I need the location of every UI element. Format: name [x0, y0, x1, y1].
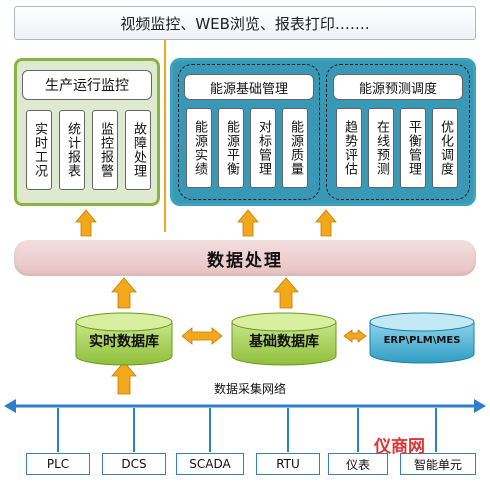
energy-base-title: 能源基础管理 [184, 74, 314, 100]
external-systems-label: ERP\PLM\MES [383, 334, 461, 346]
up-arrow-base-db [273, 277, 299, 309]
up-arrow-energy-forecast [315, 209, 337, 237]
data-collection-network-label: 数据采集网络 [213, 381, 286, 396]
up-arrow-energy-base [237, 209, 259, 237]
double-arrow-realtime-base [181, 327, 223, 345]
statistics-report-box: 统计报表 [59, 110, 85, 190]
app-banner: 视频监控、WEB浏览、报表打印……. [14, 6, 476, 40]
energy-forecast-group [326, 64, 470, 200]
external-systems-cylinder [369, 312, 475, 364]
up-arrow-network [111, 361, 137, 395]
source-smart-unit: 智能单元 [400, 453, 476, 475]
optimized-dispatch-box: 优化调度 [432, 108, 458, 188]
up-arrow-production [75, 209, 97, 237]
realtime-status-box: 实时工况 [26, 110, 52, 190]
energy-forecast-title: 能源预测调度 [333, 74, 463, 100]
network-drop-lines [57, 408, 437, 452]
double-arrow-base-external [343, 329, 367, 343]
benchmark-management-box: 对标管理 [250, 108, 276, 188]
realtime-database-cylinder [75, 312, 173, 366]
source-dcs: DCS [102, 453, 166, 475]
source-scada: SCADA [176, 453, 244, 475]
online-forecast-box: 在线预测 [368, 108, 394, 188]
balance-management-box: 平衡管理 [400, 108, 426, 188]
monitor-alarm-box: 监控报警 [92, 110, 118, 190]
base-database-cylinder [231, 312, 337, 366]
network-bus-arrow [4, 399, 486, 413]
base-database-label: 基础数据库 [249, 334, 319, 350]
source-rtu: RTU [256, 453, 320, 475]
trend-assessment-box: 趋势评估 [336, 108, 362, 188]
energy-quality-box: 能源质量 [282, 108, 308, 188]
source-plc: PLC [26, 453, 90, 475]
fault-handling-box: 故障处理 [125, 110, 151, 190]
realtime-database-label: 实时数据库 [89, 334, 159, 350]
up-arrow-realtime-db [111, 277, 137, 309]
source-instrument: 仪表 [328, 453, 388, 475]
production-monitor-title: 生产运行监控 [22, 70, 152, 100]
watermark-text: 仪商网 [374, 437, 425, 457]
energy-balance-box: 能源平衡 [218, 108, 244, 188]
energy-base-group [178, 64, 320, 200]
watermark-logo: 仪商网 [374, 432, 480, 476]
energy-performance-box: 能源实绩 [186, 108, 212, 188]
data-processing-bar: 数据处理 [14, 240, 476, 276]
